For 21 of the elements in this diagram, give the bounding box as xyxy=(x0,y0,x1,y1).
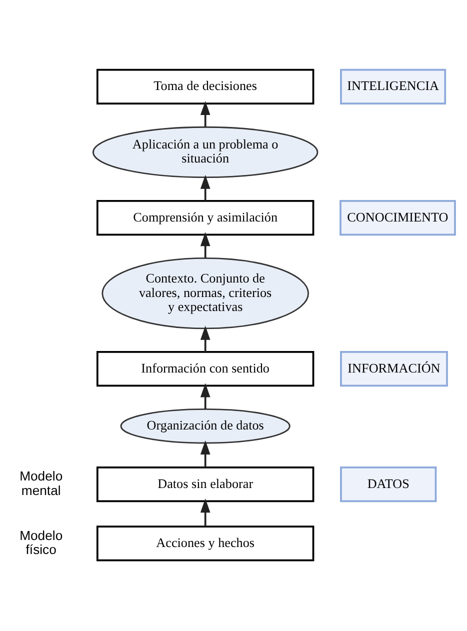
arrow xyxy=(200,326,210,352)
node-box: Acciones y hechos xyxy=(96,526,314,562)
node-ellipse: Organización de datos xyxy=(120,408,290,444)
node-box: Información con sentido xyxy=(96,351,314,387)
node-box: DATOS xyxy=(340,466,437,502)
node-box: Toma de decisiones xyxy=(96,68,314,104)
arrow xyxy=(200,498,210,526)
label: Modelo físico xyxy=(20,528,63,557)
node-box: INTELIGENCIA xyxy=(340,68,446,104)
arrow xyxy=(200,383,210,410)
node-ellipse: Aplicación a un problema o situación xyxy=(92,126,318,178)
node-box: Datos sin elaborar xyxy=(96,466,314,502)
arrow xyxy=(200,232,210,258)
arrow xyxy=(200,440,210,468)
arrow xyxy=(200,174,210,201)
label: Modelo mental xyxy=(20,468,63,498)
node-box: CONOCIMIENTO xyxy=(340,200,456,236)
node-box: Comprensión y asimilación xyxy=(96,200,314,236)
node-box: INFORMACIÓN xyxy=(340,351,448,387)
arrow xyxy=(200,100,210,127)
node-ellipse: Contexto. Conjunto de valores, normas, criterios y expectativas xyxy=(102,257,309,330)
